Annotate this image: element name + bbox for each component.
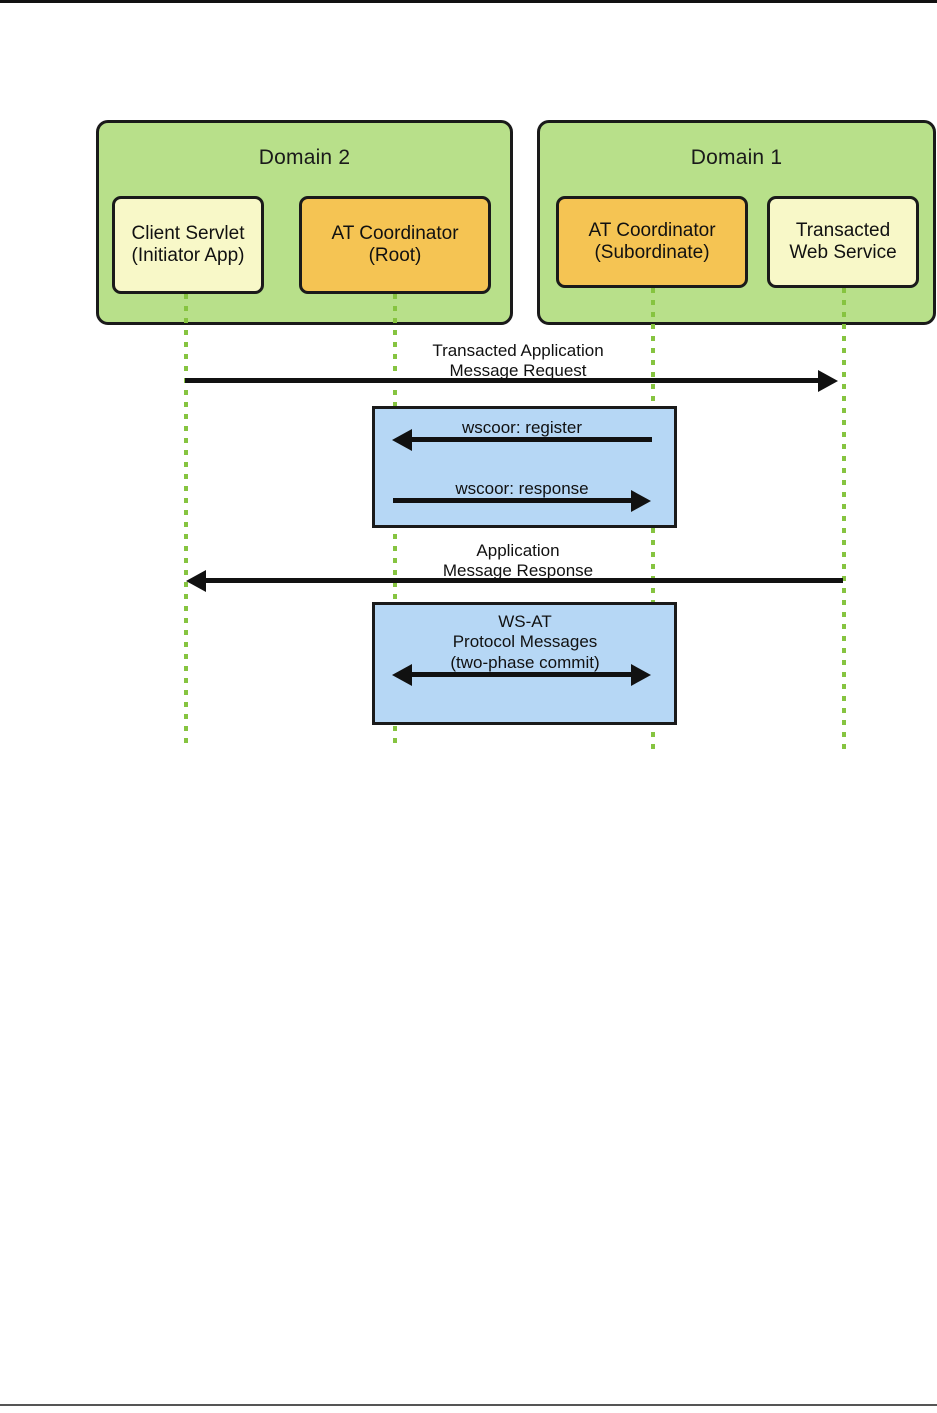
message-arrow-wscoor-response bbox=[393, 498, 633, 503]
participant-at-coordinator-root[interactable]: AT Coordinator (Root) bbox=[299, 196, 491, 294]
message-arrow-transacted-application-message-request bbox=[185, 378, 820, 383]
message-arrowhead-application-message-response bbox=[186, 569, 206, 592]
participant-at-coordinator-root-label: AT Coordinator (Root) bbox=[331, 222, 459, 266]
fragment-coordination-registration bbox=[372, 406, 677, 528]
participant-at-coordinator-subordinate[interactable]: AT Coordinator (Subordinate) bbox=[556, 196, 748, 288]
participant-transacted-web-service-label: Transacted Web Service bbox=[789, 219, 897, 263]
message-arrow-application-message-response bbox=[206, 578, 843, 583]
participant-at-coordinator-subordinate-label: AT Coordinator (Subordinate) bbox=[588, 219, 716, 263]
message-arrowhead-left-ws-at-protocol-messages bbox=[392, 663, 412, 686]
message-label-wscoor-register: wscoor: register bbox=[462, 418, 582, 437]
message-label-application-message-response: Application Message Response bbox=[442, 541, 594, 581]
lifeline-transacted-web-service bbox=[842, 288, 846, 750]
fragment-two-phase-commit bbox=[372, 602, 677, 725]
message-label-ws-at-protocol-messages: WS-AT Protocol Messages (two-phase commi… bbox=[450, 612, 600, 672]
message-arrowhead-transacted-application-message-request bbox=[818, 369, 838, 392]
message-label-wscoor-response: wscoor: response bbox=[455, 479, 589, 498]
participant-transacted-web-service[interactable]: Transacted Web Service bbox=[767, 196, 919, 288]
participant-client-servlet-label: Client Servlet (Initiator App) bbox=[131, 222, 245, 266]
page-top-rule bbox=[0, 0, 937, 3]
message-arrowhead-wscoor-register bbox=[392, 428, 412, 451]
message-label-transacted-application-message-request: Transacted Application Message Request bbox=[432, 341, 604, 381]
message-arrowhead-wscoor-response bbox=[631, 489, 651, 512]
message-arrowhead-right-ws-at-protocol-messages bbox=[631, 663, 651, 686]
message-arrow-wscoor-register bbox=[412, 437, 652, 442]
domain2-title: Domain 2 bbox=[258, 146, 351, 169]
sequence-diagram: Domain 2 Client Servlet (Initiator App) … bbox=[96, 120, 936, 750]
lifeline-client-servlet bbox=[184, 294, 188, 750]
page-bottom-rule bbox=[0, 1404, 937, 1406]
message-arrow-ws-at-protocol-messages bbox=[412, 672, 633, 677]
participant-client-servlet[interactable]: Client Servlet (Initiator App) bbox=[112, 196, 264, 294]
domain1-title: Domain 1 bbox=[690, 146, 783, 169]
